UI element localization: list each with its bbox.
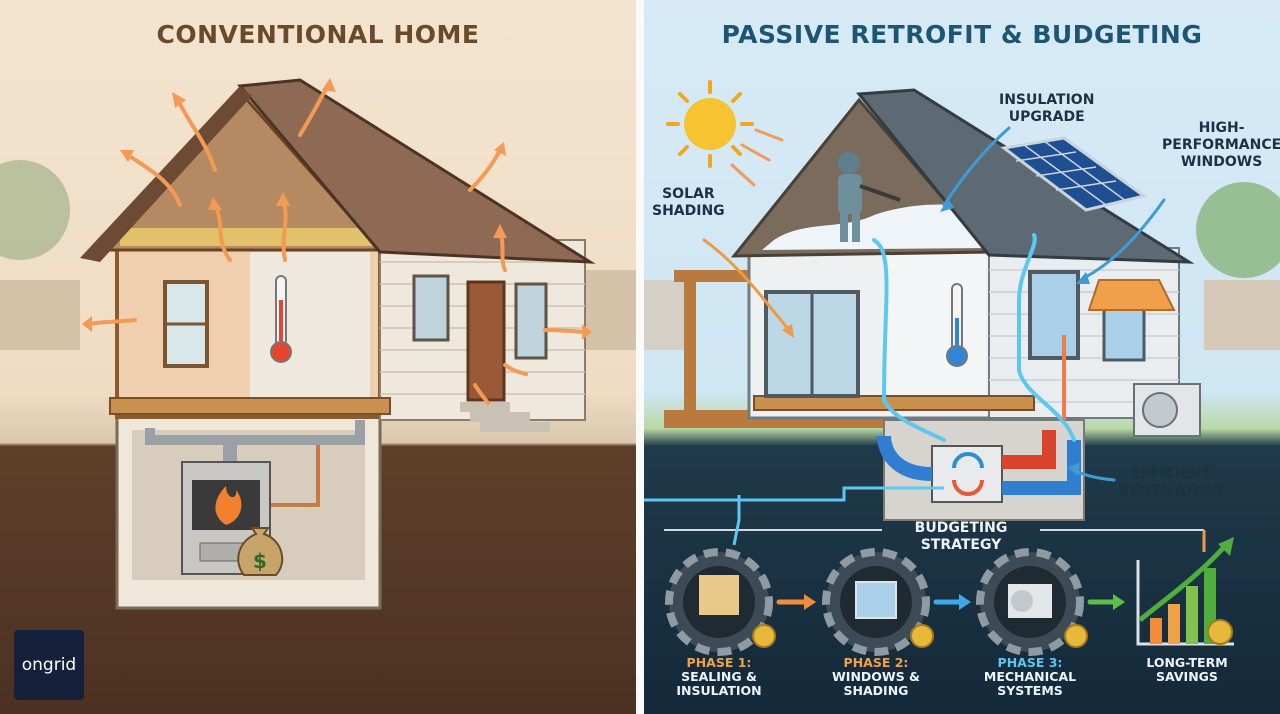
phase-2-gear-icon — [822, 548, 934, 656]
svg-text:$: $ — [253, 549, 267, 573]
phase-2-label: PHASE 2: WINDOWS & SHADING — [817, 656, 935, 698]
phase-1-text: SEALING & INSULATION — [676, 669, 762, 698]
passive-retrofit-panel: PASSIVE RETROFIT & BUDGETING INSULATION … — [644, 0, 1280, 714]
sun-icon — [666, 80, 754, 168]
phase-3-text: MECHANICAL SYSTEMS — [983, 669, 1077, 698]
label-budgeting-strategy: BUDGETING STRATEGY — [914, 520, 1008, 553]
high-performance-window — [1028, 270, 1080, 360]
airflow-lines — [872, 233, 1076, 442]
label-solar-shading: SOLAR SHADING — [652, 186, 725, 219]
savings-growth-chart — [1136, 537, 1234, 646]
phase-3-label: PHASE 3: MECHANICAL SYSTEMS — [971, 656, 1089, 698]
conventional-home-title: CONVENTIONAL HOME — [156, 20, 480, 49]
label-insulation-upgrade: INSULATION UPGRADE — [999, 92, 1095, 125]
conventional-home-panel: $ — [0, 0, 636, 714]
phase-2-text: WINDOWS & SHADING — [832, 669, 920, 698]
passive-retrofit-title: PASSIVE RETROFIT & BUDGETING — [721, 20, 1203, 49]
ongrid-logo: ongrid — [14, 630, 84, 700]
insulation-worker — [838, 152, 901, 242]
conventional-home-illustration: $ — [0, 78, 636, 610]
long-term-savings-label: LONG-TERM SAVINGS — [1128, 656, 1246, 684]
blown-insulation — [762, 204, 989, 250]
flame-icon — [215, 486, 242, 525]
phase-2-number: PHASE 2: — [843, 655, 909, 670]
panel-divider — [636, 0, 644, 714]
label-high-performance-windows: HIGH- PERFORMANCE WINDOWS — [1162, 120, 1280, 170]
label-efficient-ventilation: EFFICIENT VENTILATION — [1119, 466, 1223, 499]
phase-3-number: PHASE 3: — [997, 655, 1063, 670]
phase-1-gear-icon — [665, 548, 776, 656]
window-awning — [1087, 279, 1176, 311]
phase-3-gear-icon — [976, 548, 1088, 656]
passive-retrofit-illustration — [644, 80, 1280, 656]
money-bag-icon — [237, 527, 284, 576]
phase-1-label: PHASE 1: SEALING & INSULATION — [660, 656, 778, 698]
phase-1-number: PHASE 1: — [686, 655, 752, 670]
long-term-savings-text: LONG-TERM SAVINGS — [1146, 655, 1228, 684]
